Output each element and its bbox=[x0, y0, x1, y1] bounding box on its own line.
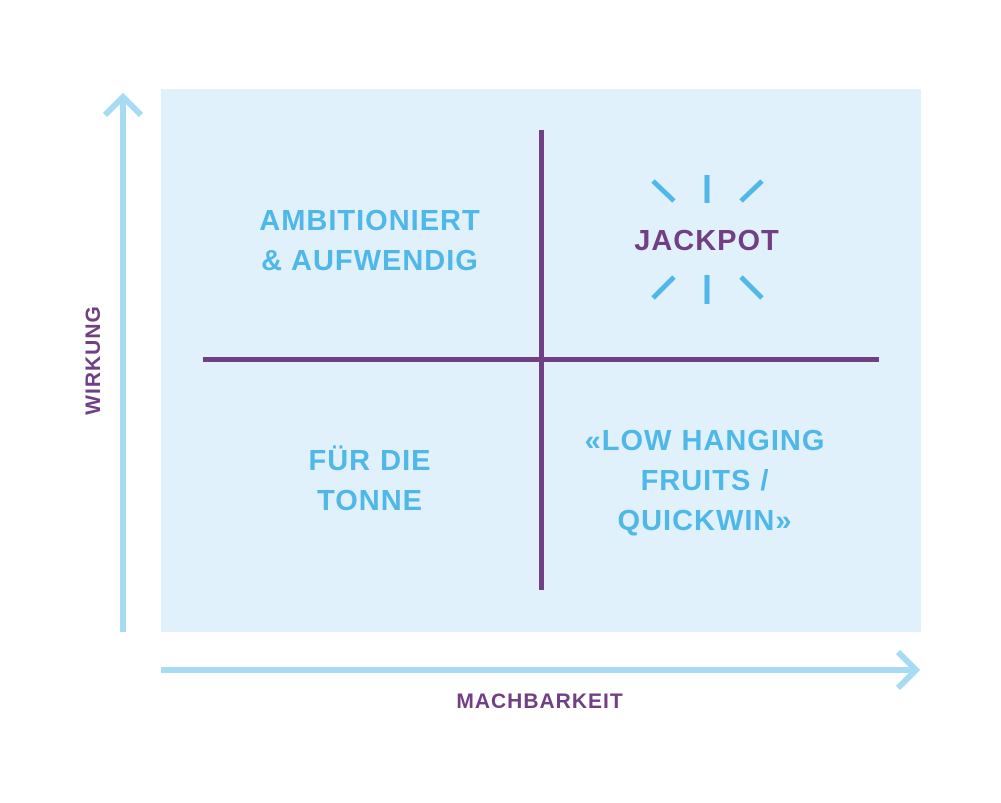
y-axis-arrow-icon bbox=[102, 92, 144, 632]
quadrant-bottom-right-label: «LOW HANGING FRUITS / QUICKWIN» bbox=[560, 421, 850, 541]
y-axis-label: WIRKUNG bbox=[82, 305, 105, 415]
horizontal-divider bbox=[203, 357, 879, 362]
quadrant-top-left-line1: AMBITIONIERT bbox=[259, 205, 481, 237]
quadrant-bottom-right-line3: QUICKWIN» bbox=[617, 505, 793, 537]
x-axis-arrow-icon bbox=[161, 649, 921, 691]
quadrant-top-left-line2: & AUFWENDIG bbox=[261, 245, 479, 277]
x-axis-label: MACHBARKEIT bbox=[456, 690, 624, 713]
sunburst-icon bbox=[651, 175, 764, 304]
quadrant-top-right-label: JACKPOT bbox=[597, 221, 817, 261]
quadrant-bottom-left-label: FÜR DIE TONNE bbox=[270, 441, 470, 521]
quadrant-bottom-left-line2: TONNE bbox=[317, 485, 423, 517]
quadrant-bottom-right-line2: FRUITS / bbox=[640, 465, 770, 497]
quadrant-top-left-label: AMBITIONIERT & AUFWENDIG bbox=[230, 201, 510, 281]
quadrant-bottom-right-line1: «LOW HANGING bbox=[584, 425, 826, 457]
jackpot-label: JACKPOT bbox=[634, 225, 780, 257]
quadrant-bottom-left-line1: FÜR DIE bbox=[308, 445, 432, 477]
